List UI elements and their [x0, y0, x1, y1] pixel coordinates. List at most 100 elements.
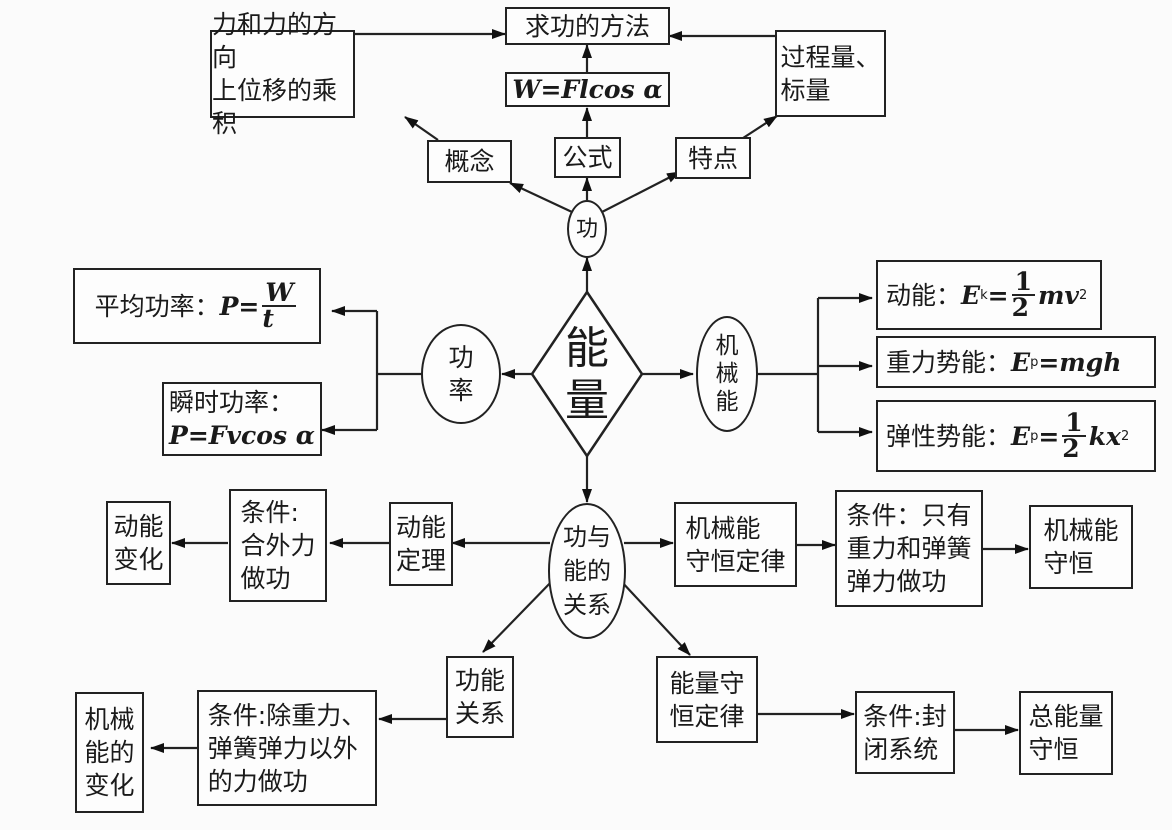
fraction-denominator: 2	[1062, 434, 1080, 463]
kinetic-sup: 2	[1078, 287, 1088, 303]
elastic-eq: =	[1038, 421, 1060, 451]
elastic-sub: p	[1030, 428, 1039, 444]
we-change-line1: 机械	[84, 705, 135, 734]
ke-change-line2: 变化	[113, 545, 164, 574]
node-mech-line3: 能	[715, 389, 739, 415]
node-energy-condition[interactable]: 条件:封闭系统	[855, 691, 955, 774]
node-we-condition[interactable]: 条件:除重力、弹簧弹力以外的力做功	[197, 690, 377, 806]
node-mech-line1: 机	[715, 333, 739, 359]
node-work-energy[interactable]: 功能关系	[446, 656, 514, 738]
node-concept-def-line2: 上位移的乘积	[212, 76, 338, 138]
node-relation-line1: 功与	[563, 523, 611, 551]
node-power[interactable]: 功率	[421, 324, 501, 424]
node-mech[interactable]: 机械能	[696, 316, 758, 432]
instant-power-formula: P=Fvcos α	[169, 421, 315, 450]
kinetic-sub: k	[980, 287, 988, 303]
node-concept[interactable]: 概念	[427, 140, 512, 183]
ke-cond-line2: 合外力	[240, 531, 316, 560]
node-mech-line2: 械	[715, 361, 739, 387]
node-ke-condition[interactable]: 条件:合外力做功	[229, 489, 327, 602]
node-relation[interactable]: 功与能的关系	[548, 503, 626, 639]
me-law-line2: 守恒定律	[685, 546, 786, 576]
node-concept-def-line1: 力和力的方向	[212, 10, 338, 72]
e-cons-line1: 总能量	[1028, 702, 1104, 731]
node-relation-line3: 关系	[563, 591, 611, 619]
we-cond-line2: 弹簧弹力以外	[207, 733, 358, 763]
ke-cond-line1: 条件:	[240, 498, 299, 527]
arrow-concept-to-def	[404, 116, 439, 141]
gravity-sub: p	[1030, 354, 1039, 370]
gravity-lhs: E	[1011, 347, 1031, 377]
me-cond-line1: 条件：只有	[846, 501, 972, 530]
average-power-lhs: P=	[219, 291, 260, 321]
gravity-prefix: 重力势能：	[886, 347, 1012, 377]
kinetic-rhs: mv	[1037, 280, 1079, 310]
node-method-label: 求功的方法	[524, 11, 650, 41]
node-me-conservation[interactable]: 机械能守恒	[1029, 505, 1133, 589]
node-feature[interactable]: 特点	[675, 137, 751, 179]
me-cond-line3: 弹力做功	[846, 567, 947, 596]
node-formula-label-text: 公式	[562, 143, 613, 172]
fraction-denominator: t	[262, 304, 274, 333]
node-power-line2: 率	[448, 376, 474, 405]
node-feature-def-line2: 标量	[780, 75, 831, 105]
we-cond-line1: 条件:除重力、	[207, 700, 367, 730]
node-me-condition[interactable]: 条件：只有重力和弹簧弹力做功	[835, 490, 983, 607]
we-change-line2: 能的	[84, 738, 135, 767]
node-formula[interactable]: W=Flcos α	[505, 72, 670, 107]
energy-law-line2: 恒定律	[669, 701, 745, 731]
node-feature-def[interactable]: 过程量、标量	[775, 30, 886, 117]
arrow-relation-to-work-energy	[482, 577, 556, 653]
gravity-rhs: =mgh	[1038, 347, 1122, 377]
node-energy-conservation[interactable]: 总能量守恒	[1019, 691, 1113, 775]
arrow-work-to-concept	[509, 182, 573, 213]
elastic-lhs: E	[1011, 421, 1031, 451]
elastic-prefix: 弹性势能：	[886, 421, 1012, 451]
node-instant-power[interactable]: 瞬时功率：P=Fvcos α	[162, 382, 322, 456]
node-formula-label[interactable]: 公式	[554, 137, 621, 178]
e-cond-line1: 条件:封	[863, 701, 947, 731]
node-feature-def-line1: 过程量、	[780, 42, 881, 72]
work-energy-line2: 关系	[454, 699, 505, 728]
elastic-sup: 2	[1120, 428, 1130, 444]
node-ke-change[interactable]: 动能变化	[106, 501, 171, 585]
node-ke-theorem[interactable]: 动能定理	[389, 502, 453, 586]
node-work-label: 功	[575, 216, 598, 242]
we-change-line3: 变化	[84, 771, 135, 800]
ke-change-line1: 动能	[113, 512, 164, 541]
e-cond-line2: 闭系统	[863, 734, 939, 764]
node-work[interactable]: 功	[567, 200, 607, 258]
me-cons-line1: 机械能	[1043, 516, 1119, 545]
ke-theorem-line2: 定理	[395, 546, 446, 575]
fraction-numerator: 1	[1062, 410, 1086, 437]
kinetic-eq: =	[987, 280, 1009, 310]
node-concept-def[interactable]: 力和力的方向上位移的乘积	[210, 10, 355, 138]
kinetic-lhs: E	[961, 280, 981, 310]
node-concept-label: 概念	[444, 147, 495, 176]
node-relation-line2: 能的	[563, 557, 611, 585]
node-method[interactable]: 求功的方法	[505, 7, 670, 45]
node-power-line1: 功	[448, 343, 474, 372]
arrow-work-to-feature	[601, 171, 681, 213]
fraction-numerator: W	[262, 280, 297, 307]
elastic-rhs: kx	[1088, 421, 1121, 451]
center-label: 能量	[552, 320, 622, 430]
node-me-law[interactable]: 机械能守恒定律	[674, 502, 797, 587]
center-label-line2: 量	[565, 375, 609, 426]
node-energy-law[interactable]: 能量守恒定律	[656, 656, 758, 743]
fraction-numerator: 1	[1011, 269, 1035, 296]
node-feature-label: 特点	[687, 143, 738, 173]
work-energy-line1: 功能	[454, 666, 505, 695]
node-we-change[interactable]: 机械能的变化	[75, 692, 144, 813]
average-power-prefix: 平均功率：	[94, 291, 220, 321]
energy-law-line1: 能量守	[669, 668, 745, 698]
